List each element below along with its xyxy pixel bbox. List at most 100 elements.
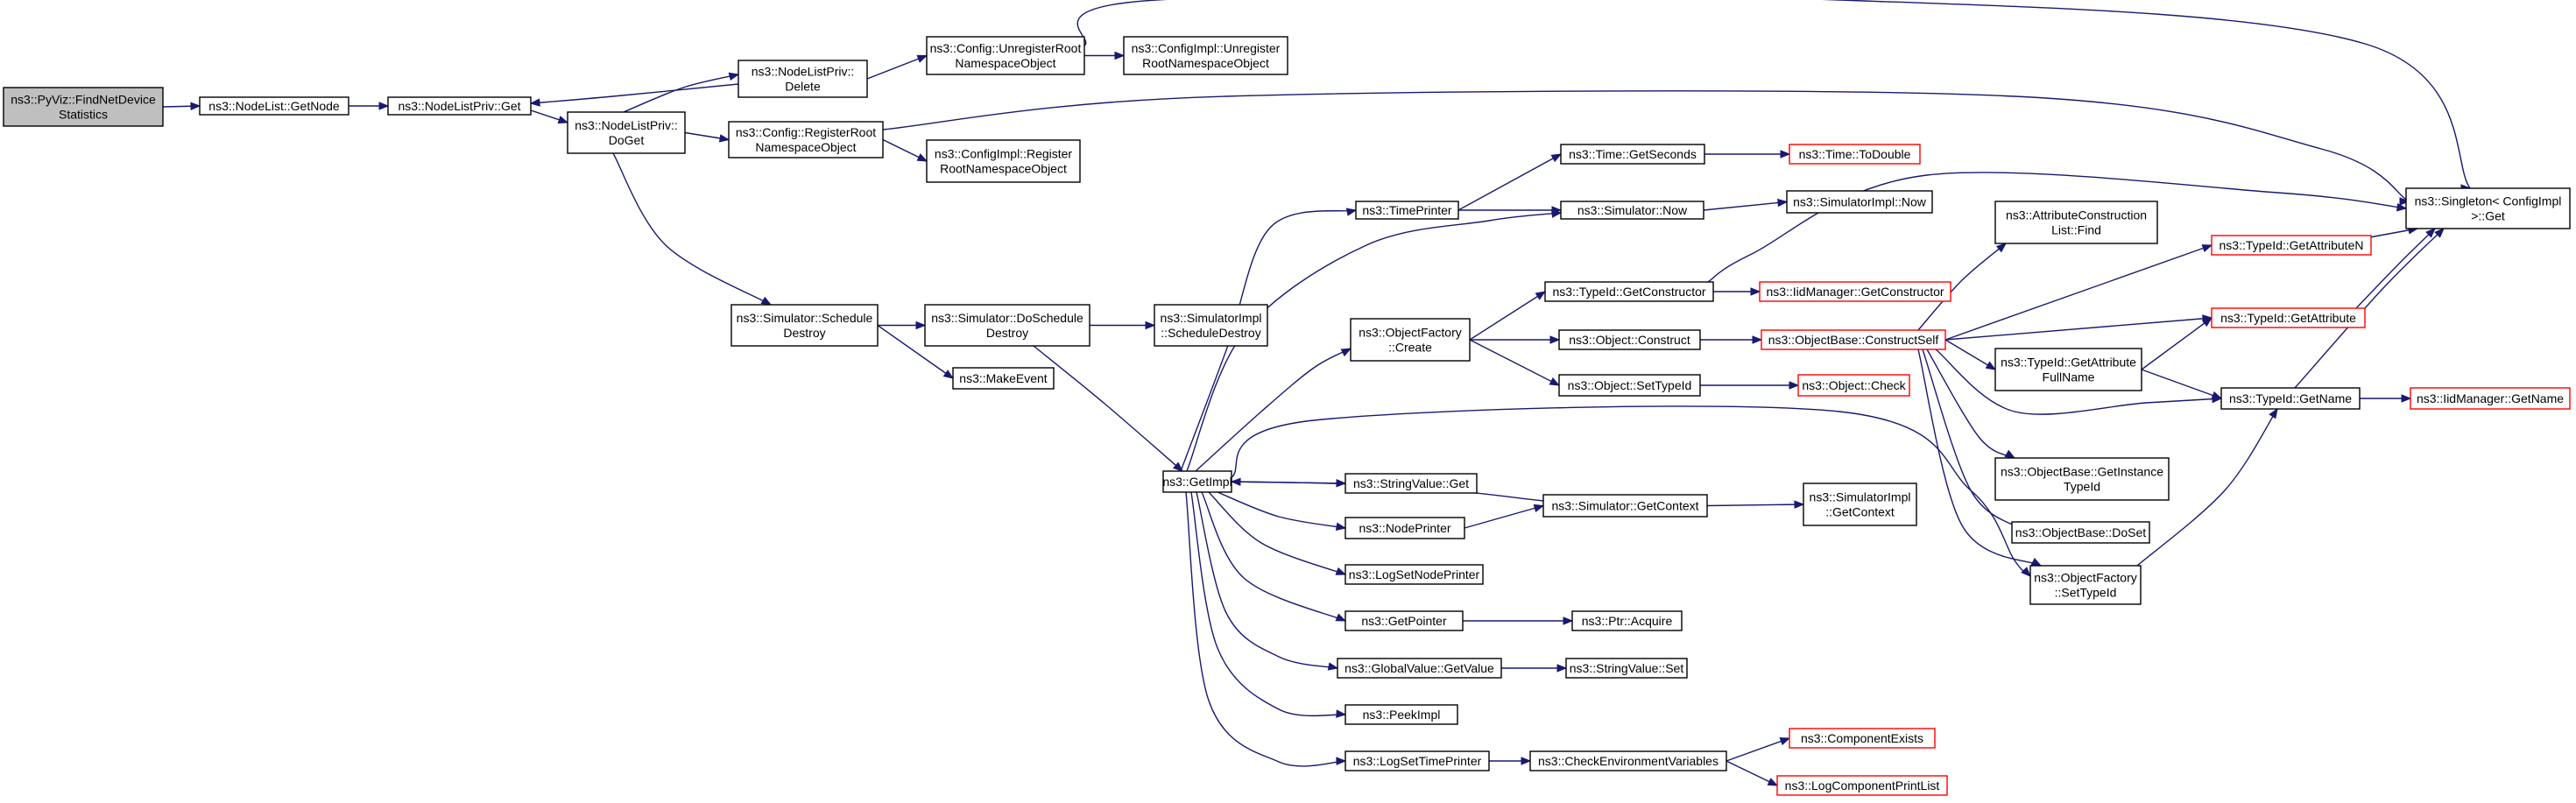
node-label: ns3::ObjectBase::ConstructSelf: [1768, 333, 1939, 347]
node-nlp-delete[interactable]: ns3::NodeListPriv::Delete: [738, 60, 868, 98]
call-edge: [1922, 349, 2024, 531]
node-box: [2211, 307, 2366, 328]
node-label: ns3::CheckEnvironmentVariables: [1538, 754, 1719, 768]
node-objfactory-settypeid[interactable]: ns3::ObjectFactory::SetTypeId: [2029, 565, 2142, 605]
node-getpointer[interactable]: ns3::GetPointer: [1344, 610, 1464, 631]
node-box: [924, 304, 1090, 347]
node-nodeprinter[interactable]: ns3::NodePrinter: [1344, 517, 1465, 539]
call-edge: [1944, 317, 2213, 341]
node-object-check[interactable]: ns3::Object::Check: [1797, 374, 1910, 397]
node-label: ns3::LogSetNodePrinter: [1349, 567, 1480, 581]
call-edge: [1726, 737, 1790, 762]
node-make-event[interactable]: ns3::MakeEvent: [952, 367, 1055, 390]
call-edge: [1208, 491, 1346, 575]
node-box: [1344, 750, 1490, 771]
node-globalvalue-getvalue[interactable]: ns3::GlobalValue::GetValue: [1337, 658, 1502, 679]
node-iidmanager-getconstructor[interactable]: ns3::IidManager::GetConstructor: [1759, 281, 1951, 302]
node-object-settypeid[interactable]: ns3::Object::SetTypeId: [1558, 374, 1701, 397]
node-typeid-getname[interactable]: ns3::TypeId::GetName: [2220, 387, 2361, 410]
arrowhead-icon: [1535, 291, 1547, 300]
node-cfg-unreg[interactable]: ns3::Config::UnregisterRootNamespaceObje…: [926, 36, 1085, 75]
node-label: ns3::Singleton< ConfigImpl: [2415, 194, 2562, 208]
node-nodelist-getnode[interactable]: ns3::NodeList::GetNode: [199, 96, 349, 116]
call-edge: [866, 54, 928, 80]
node-label: ns3::Object::SetTypeId: [1568, 378, 1692, 392]
node-box: [1123, 36, 1288, 75]
call-edge: [1706, 504, 1804, 507]
call-edge: [1469, 291, 1546, 341]
node-label: NamespaceObject: [755, 140, 856, 154]
node-singleton-get[interactable]: ns3::Singleton< ConfigImpl >::Get: [2405, 187, 2571, 229]
node-simimpl-now[interactable]: ns3::SimulatorImpl::Now: [1786, 190, 1933, 214]
node-nlp-get[interactable]: ns3::NodeListPriv::Get: [387, 96, 532, 116]
node-box: [1344, 517, 1465, 539]
node-ptr-acquire[interactable]: ns3::Ptr::Acquire: [1571, 610, 1683, 631]
arrowhead-icon: [2201, 317, 2213, 328]
node-box: [1560, 201, 1704, 220]
node-objbase-constructself[interactable]: ns3::ObjectBase::ConstructSelf: [1761, 329, 1946, 350]
node-label: ns3::AttributeConstruction: [2006, 208, 2147, 222]
call-edge: [1076, 0, 2479, 200]
node-getimpl[interactable]: ns3::GetImpl: [1162, 470, 1232, 493]
call-edge: [1464, 504, 1544, 529]
node-cfgimpl-unreg[interactable]: ns3::ConfigImpl::UnregisterRootNamespace…: [1123, 36, 1288, 75]
node-box: [738, 60, 868, 98]
node-peekimpl[interactable]: ns3::PeekImpl: [1344, 704, 1458, 725]
node-component-exists[interactable]: ns3::ComponentExists: [1789, 728, 1936, 749]
node-logsetnodeprinter[interactable]: ns3::LogSetNodePrinter: [1344, 564, 1484, 585]
node-iidmanager-getname[interactable]: ns3::IidManager::GetName: [2410, 387, 2571, 410]
node-sim-schedule-destroy[interactable]: ns3::Simulator::ScheduleDestroy: [730, 304, 879, 347]
node-label: >::Get: [2471, 209, 2505, 223]
node-logsettimeprinter[interactable]: ns3::LogSetTimePrinter: [1344, 750, 1490, 771]
node-object-construct[interactable]: ns3::Object::Construct: [1558, 329, 1701, 350]
arrowhead-icon: [1327, 662, 1339, 671]
arrowhead-icon: [1336, 709, 1347, 718]
node-label: ns3::NodeList::GetNode: [208, 99, 340, 113]
node-label: ns3::ObjectFactory: [1359, 326, 1462, 340]
node-check-env-vars[interactable]: ns3::CheckEnvironmentVariables: [1529, 750, 1727, 771]
node-simimpl-getcontext[interactable]: ns3::SimulatorImpl::GetContext: [1803, 483, 1917, 526]
node-box: [1565, 658, 1688, 679]
node-timeprinter[interactable]: ns3::TimePrinter: [1355, 201, 1459, 220]
node-box: [1355, 201, 1459, 220]
call-edge: [1231, 405, 2031, 577]
node-objfactory-create[interactable]: ns3::ObjectFactory::Create: [1350, 318, 1471, 362]
node-typeid-getattributen[interactable]: ns3::TypeId::GetAttributeN: [2211, 235, 2372, 256]
arrowhead-icon: [1750, 287, 1761, 296]
node-label: ns3::ObjectBase::GetInstance: [2001, 465, 2163, 479]
node-time-getseconds[interactable]: ns3::Time::GetSeconds: [1560, 144, 1705, 165]
node-sim-now[interactable]: ns3::Simulator::Now: [1560, 201, 1704, 220]
node-typeid-getattribute[interactable]: ns3::TypeId::GetAttribute: [2211, 307, 2366, 328]
node-label: ns3::ConfigImpl::Register: [935, 147, 1073, 161]
node-typeid-getconstructor[interactable]: ns3::TypeId::GetConstructor: [1544, 281, 1714, 302]
node-box: [1350, 318, 1471, 362]
node-label: ns3::ObjectBase::DoSet: [2015, 525, 2147, 539]
node-simimpl-schedule-destroy[interactable]: ns3::SimulatorImpl::ScheduleDestroy: [1154, 304, 1268, 347]
arrowhead-icon: [1114, 51, 1126, 60]
node-time-todouble[interactable]: ns3::Time::ToDouble: [1789, 144, 1921, 165]
node-stringvalue-set[interactable]: ns3::StringValue::Set: [1565, 658, 1688, 679]
node-label: ns3::GetPointer: [1361, 614, 1447, 628]
node-cfgimpl-reg[interactable]: ns3::ConfigImpl::RegisterRootNamespaceOb…: [926, 139, 1081, 183]
node-stringvalue-get[interactable]: ns3::StringValue::Get: [1344, 473, 1478, 494]
arrowhead-icon: [1556, 664, 1568, 673]
node-label: ns3::Object::Check: [1802, 378, 1906, 392]
node-label: ns3::Time::ToDouble: [1799, 147, 1911, 161]
arrowhead-icon: [2399, 197, 2410, 206]
node-label: ::GetContext: [1825, 505, 1895, 519]
node-nlp-doget[interactable]: ns3::NodeListPriv::DoGet: [567, 111, 686, 154]
node-log-component-printlist[interactable]: ns3::LogComponentPrintList: [1776, 775, 1948, 796]
node-sim-getcontext[interactable]: ns3::Simulator::GetContext: [1542, 494, 1708, 518]
node-label: ns3::IidManager::GetName: [2417, 391, 2564, 405]
node-label: ns3::NodePrinter: [1359, 521, 1450, 535]
node-label: ns3::StringValue::Get: [1353, 476, 1469, 490]
arrowhead-icon: [1533, 504, 1545, 512]
arrowhead-icon: [2425, 228, 2436, 238]
node-objbase-doset[interactable]: ns3::ObjectBase::DoSet: [2011, 521, 2150, 544]
